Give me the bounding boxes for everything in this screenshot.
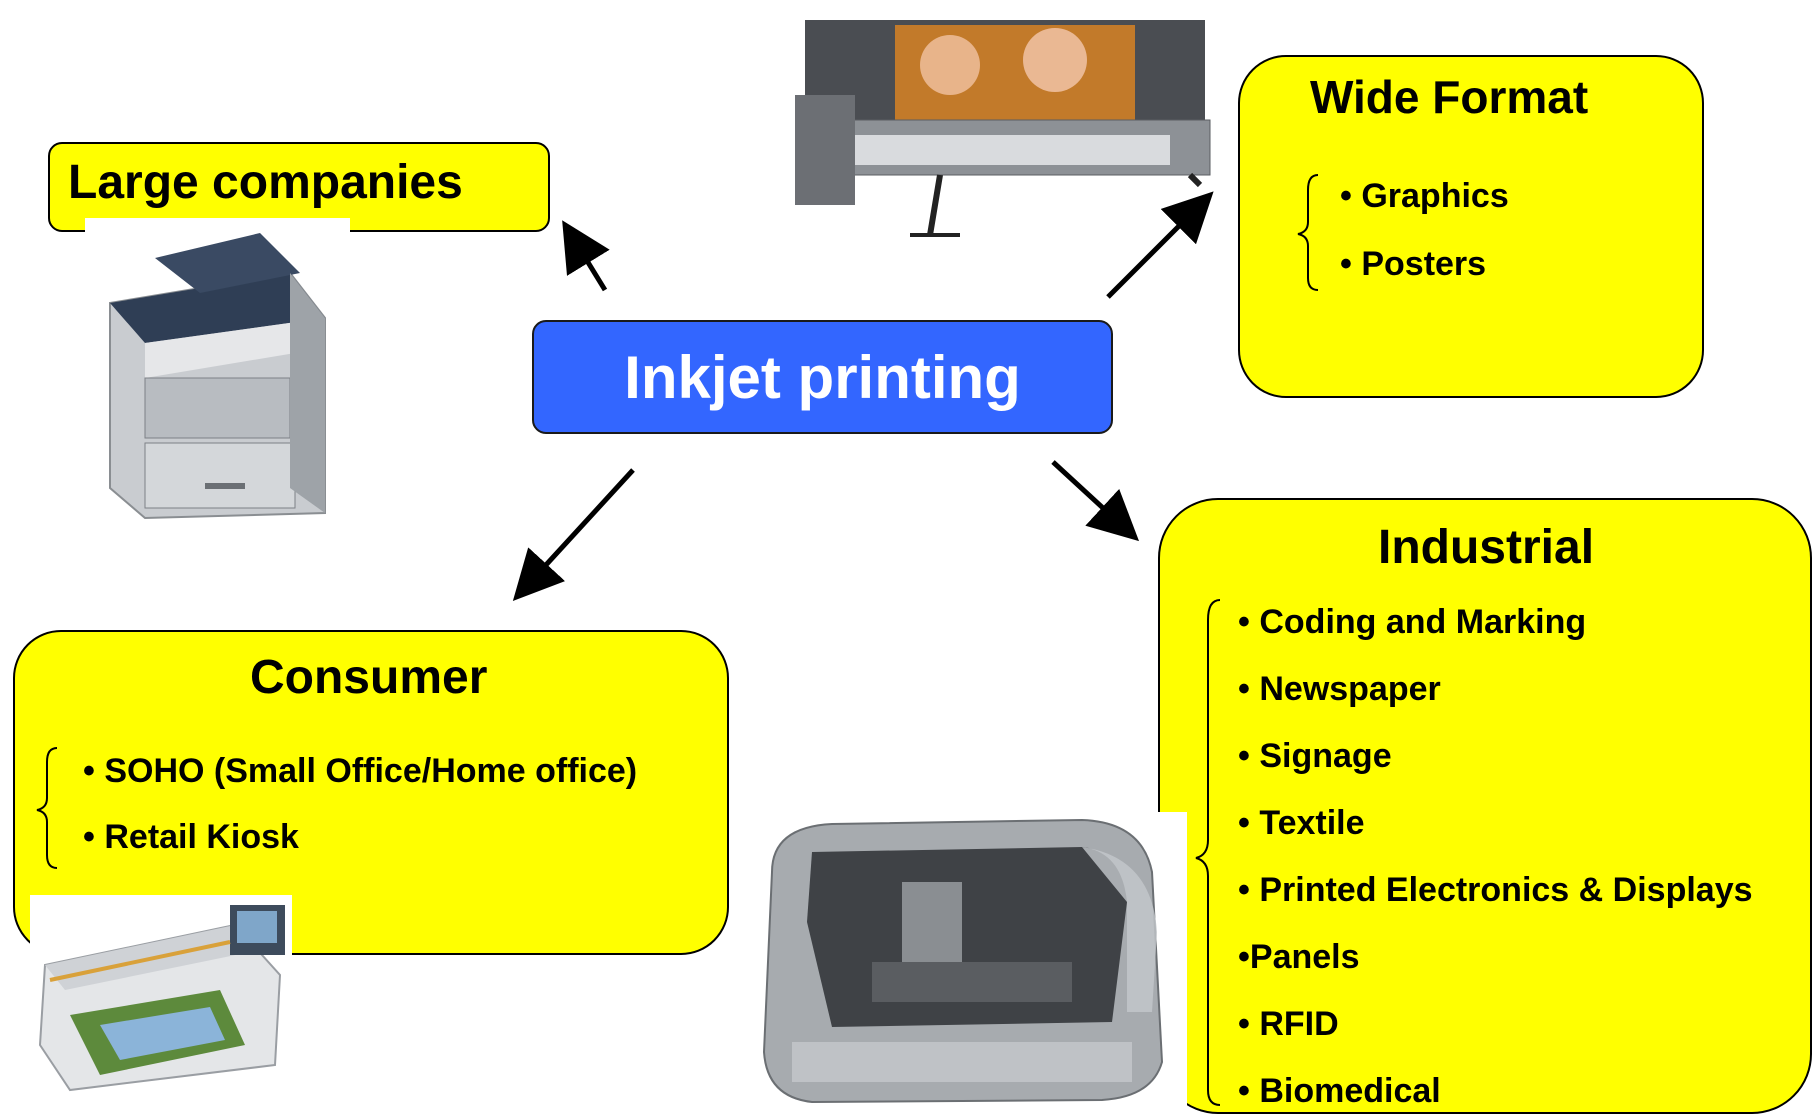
inkjet-printing-node: Inkjet printing (532, 320, 1113, 434)
industrial-item-newspaper: • Newspaper (1238, 670, 1441, 708)
wide-format-item-graphics: • Graphics (1340, 177, 1509, 215)
industrial-item-rfid: • RFID (1238, 1005, 1339, 1043)
industrial-item-textile: • Textile (1238, 804, 1365, 842)
wide-format-item-posters: • Posters (1340, 245, 1487, 283)
wide-format-printer-image (790, 5, 1220, 255)
industrial-item-coding-marking: • Coding and Marking (1238, 603, 1587, 641)
large-companies-title: Large companies (68, 156, 463, 209)
wide-format-title: Wide Format (1310, 71, 1589, 123)
industrial-item-signage: • Signage (1238, 737, 1392, 775)
arrow-to-industrial (1051, 460, 1140, 542)
consumer-item-retail-kiosk: • Retail Kiosk (83, 818, 299, 856)
consumer-title: Consumer (250, 651, 488, 704)
home-printer-image (30, 895, 292, 1105)
industrial-item-biomedical: • Biomedical (1238, 1072, 1441, 1110)
industrial-title: Industrial (1378, 521, 1595, 574)
industrial-item-panels: •Panels (1238, 938, 1360, 976)
consumer-item-soho: • SOHO (Small Office/Home office) (83, 752, 638, 790)
office-copier-image (85, 218, 350, 533)
large-companies-box (48, 142, 550, 232)
arrow-to-consumer (512, 468, 635, 602)
inkjet-printing-label: Inkjet printing (624, 343, 1021, 411)
industrial-item-printed-electronics: • Printed Electronics & Displays (1238, 871, 1753, 909)
arrow-to-large-companies (562, 220, 610, 292)
industrial-printer-image (752, 812, 1187, 1110)
